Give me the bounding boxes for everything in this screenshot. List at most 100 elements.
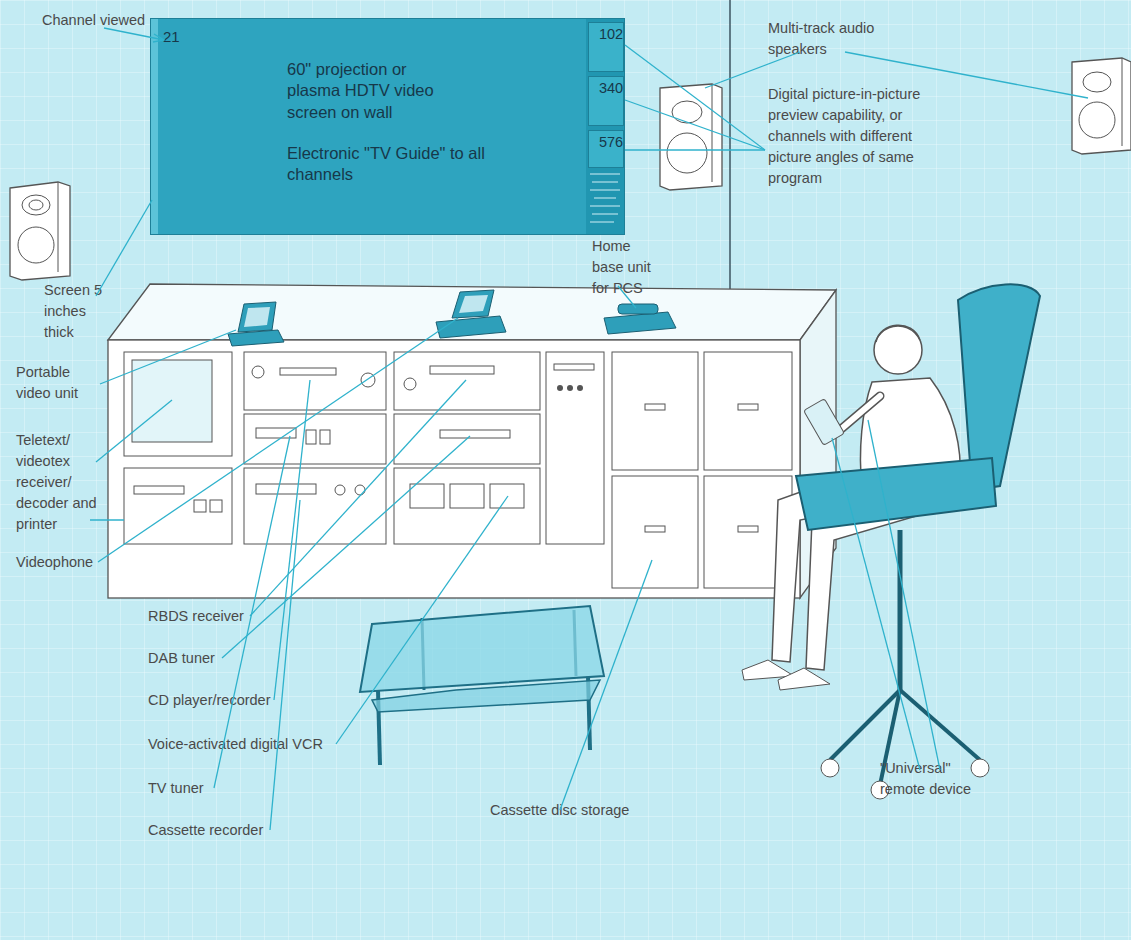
button [320,430,330,444]
storage-drawer [612,352,698,470]
glass-table [360,606,604,765]
tweeter [672,101,702,123]
preview-window: 102 [588,22,624,72]
cassette-deck [490,484,524,508]
leader-line [868,420,940,770]
handset [618,304,658,314]
monitor-screen [132,360,212,442]
callout-label: Channel viewed [42,10,172,31]
callout-label: CD player/recorder [148,690,288,711]
speaker-edge [58,182,59,272]
preview-window: 576 [588,130,624,168]
leader-line [845,52,1088,98]
component [394,468,540,544]
storage-drawer [704,352,792,470]
leader-line [625,149,765,150]
woofer [18,227,54,263]
table-top [360,606,604,692]
device-base [228,330,284,346]
speaker-box [1072,58,1131,154]
person-in-chair [742,284,1040,799]
drawer-handle [645,526,665,532]
device-screen [238,302,276,332]
woofer [1079,102,1115,138]
drawer-handle [738,404,758,410]
leader-line [560,560,652,810]
knob [361,373,375,387]
device-display [459,295,488,313]
printer-slot [134,486,184,494]
callout-label: Screen 5 inches thick [44,280,114,343]
guide-text-lines [590,174,620,222]
storage-drawer [612,476,698,588]
display [280,368,336,375]
knob [252,366,264,378]
callout-label: DAB tuner [148,648,268,669]
chair-wheel [971,759,989,777]
leader-line [96,200,152,296]
leader-line [96,400,172,462]
leader-line [618,286,636,308]
callout-label: Multi-track audio speakers [768,18,880,60]
component [244,414,386,464]
display [554,364,594,370]
callout-label: Digital picture-in-picture preview capab… [768,84,928,189]
text-line [590,222,614,223]
screen-note: 60" projection or plasma HDTV video scre… [287,59,455,123]
text-line [592,182,618,183]
tweeter [1083,72,1111,92]
screen-note: Electronic "TV Guide" to all channels [287,143,487,186]
cassette-deck [450,484,484,508]
leader-line [270,500,300,830]
component [394,352,540,410]
knob [355,485,365,495]
tweeter [29,200,43,210]
button [210,500,222,512]
callout-label: Videophone [16,552,116,573]
knob [335,485,345,495]
cassette-slot [256,484,316,494]
chair-wheel [821,759,839,777]
wall-corner [729,0,731,330]
chair-post [898,530,903,690]
leader-line [832,438,920,770]
shoe [778,668,830,690]
component [244,468,386,544]
leader-line [705,52,800,88]
component [394,414,540,464]
teletext-monitor [124,352,232,456]
channel-number: 102 [593,25,629,44]
speaker-edge [712,84,713,182]
leader-line [336,496,508,744]
callout-label: Cassette recorder [148,820,288,841]
leader-line [90,519,124,520]
device-base [436,316,506,338]
text-line [590,174,620,175]
button [306,430,316,444]
leader-line [625,100,765,150]
device-base [604,312,676,334]
speaker [10,182,70,280]
display [440,430,510,438]
speaker [660,84,722,190]
leader-line [100,330,236,384]
leader-line [625,45,765,150]
callout-label: "Universal" remote device [880,758,992,800]
printer [124,468,232,544]
chair-seat [796,458,996,530]
callout-label: RBDS receiver [148,606,268,627]
leader-line [98,318,458,562]
callout-label: Voice-activated digital VCR [148,734,348,755]
pcs-base-unit [604,304,676,334]
leader-line [250,380,466,616]
videophone [436,290,506,338]
leader-line [104,28,164,40]
led [557,385,563,391]
display [256,428,296,438]
cassette-deck [410,484,444,508]
led [567,385,573,391]
